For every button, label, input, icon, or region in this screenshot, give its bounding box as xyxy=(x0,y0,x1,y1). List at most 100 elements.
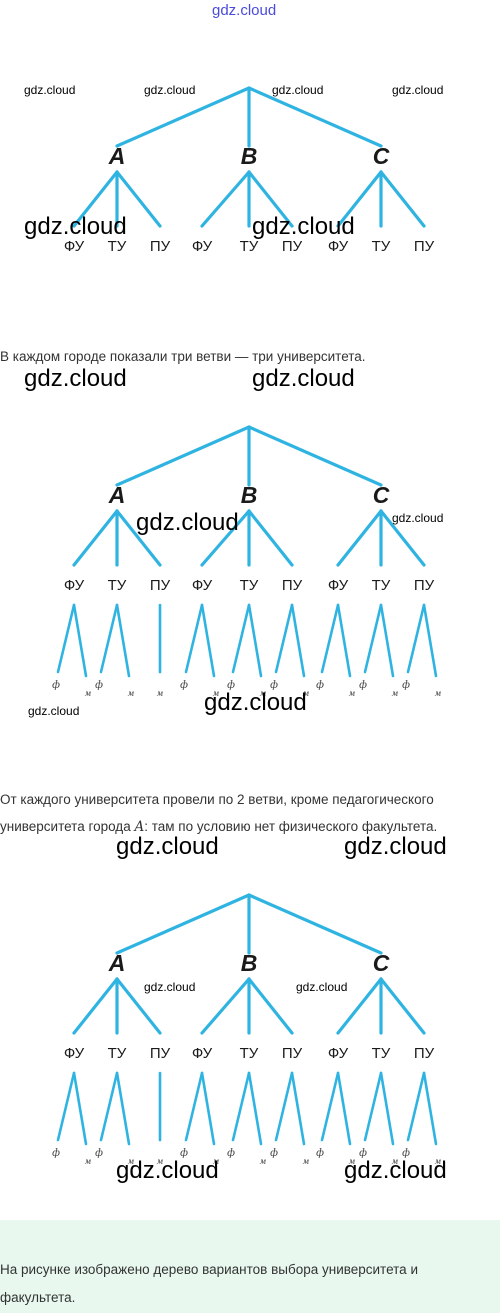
faculty-branch xyxy=(379,603,395,678)
watermark: gdz.cloud xyxy=(136,509,239,536)
university-branch xyxy=(72,509,119,567)
faculty-label: м xyxy=(157,689,164,698)
faculty-label: ф xyxy=(270,1148,278,1159)
caption-two-branches-line2: университета города A: там по условию не… xyxy=(0,819,438,835)
conclusion-box: На рисунке изображено дерево вариантов в… xyxy=(0,1220,500,1313)
faculty-label: м xyxy=(435,1157,442,1166)
faculty-branch xyxy=(406,603,426,674)
watermark: gdz.cloud xyxy=(144,83,196,97)
faculty-label: м xyxy=(85,689,92,698)
faculty-label: м xyxy=(213,1157,220,1166)
faculty-branch xyxy=(200,1071,216,1146)
watermark: gdz.cloud xyxy=(24,213,127,240)
city-branch xyxy=(247,86,383,148)
university-label: ТУ xyxy=(372,1045,391,1062)
faculty-branch xyxy=(336,603,352,678)
faculty-label: м xyxy=(128,1157,135,1166)
faculty-branch xyxy=(406,1071,426,1142)
university-branch xyxy=(115,977,162,1035)
faculty-branch xyxy=(422,603,438,678)
university-label: ФУ xyxy=(64,1045,85,1062)
faculty-label: ф xyxy=(180,680,188,691)
faculty-branch xyxy=(115,603,131,678)
city-label-A: A xyxy=(108,950,126,976)
city-label-A: A xyxy=(108,482,126,508)
university-label: ПУ xyxy=(414,1045,435,1062)
faculty-branch xyxy=(56,1071,76,1142)
watermark: gdz.cloud xyxy=(24,83,76,97)
faculty-branch xyxy=(320,1071,340,1142)
university-label: ПУ xyxy=(150,238,171,255)
faculty-label: ф xyxy=(270,680,278,691)
faculty-label: м xyxy=(128,689,135,698)
city-label-C: C xyxy=(373,950,390,976)
university-label: ФУ xyxy=(192,238,213,255)
watermark: gdz.cloud xyxy=(272,83,324,97)
faculty-branch xyxy=(274,603,294,674)
faculty-label: ф xyxy=(95,1148,103,1159)
university-branch xyxy=(247,509,294,567)
watermark: gdz.cloud xyxy=(204,689,307,716)
watermark: gdz.cloud xyxy=(116,1157,219,1184)
caption-conclusion-line2: факультета. xyxy=(0,1290,76,1305)
city-branch xyxy=(115,893,251,955)
watermark: gdz.cloud xyxy=(252,365,355,392)
faculty-branch xyxy=(72,603,88,678)
city-branch xyxy=(247,425,383,487)
faculty-branch xyxy=(184,1071,204,1142)
faculty-label: ф xyxy=(95,680,103,691)
faculty-branch xyxy=(247,603,263,678)
faculty-label: ф xyxy=(402,680,410,691)
faculty-label: м xyxy=(349,689,356,698)
university-label: ТУ xyxy=(108,1045,127,1062)
faculty-label: ф xyxy=(180,1148,188,1159)
city-branch xyxy=(247,893,383,955)
university-label: ПУ xyxy=(150,577,171,594)
university-branch xyxy=(336,509,383,567)
faculty-label: м xyxy=(392,1157,399,1166)
faculty-label: ф xyxy=(359,680,367,691)
university-branch xyxy=(115,170,162,228)
university-label: ФУ xyxy=(64,577,85,594)
university-label: ПУ xyxy=(282,1045,303,1062)
caption-two-branches-line1: От каждого университета провели по 2 вет… xyxy=(0,792,434,807)
city-branch xyxy=(115,425,251,487)
university-branch xyxy=(379,509,426,567)
university-label: ФУ xyxy=(192,577,213,594)
city-label-B: B xyxy=(241,482,258,508)
university-label: ТУ xyxy=(108,238,127,255)
university-label: ТУ xyxy=(372,238,391,255)
university-branch xyxy=(200,509,251,567)
university-branch xyxy=(247,977,294,1035)
university-label: ФУ xyxy=(192,1045,213,1062)
city-label-B: B xyxy=(241,950,258,976)
city-branch xyxy=(115,86,251,148)
university-label: ПУ xyxy=(150,1045,171,1062)
city-label-A: A xyxy=(108,143,126,169)
university-label: ТУ xyxy=(372,577,391,594)
faculty-branch xyxy=(231,1071,251,1142)
city-label-C: C xyxy=(373,482,390,508)
faculty-branch xyxy=(274,1071,294,1142)
faculty-branch xyxy=(200,603,216,678)
faculty-branch xyxy=(99,1071,119,1142)
university-branch xyxy=(200,977,251,1035)
faculty-label: м xyxy=(435,689,442,698)
university-branch xyxy=(379,977,426,1035)
university-label: ТУ xyxy=(240,1045,259,1062)
faculty-branch xyxy=(363,1071,383,1142)
university-label: ФУ xyxy=(328,1045,349,1062)
faculty-label: м xyxy=(85,1157,92,1166)
faculty-label: м xyxy=(392,689,399,698)
caption-three-branches: В каждом городе показали три ветви — три… xyxy=(0,349,366,364)
faculty-branch xyxy=(290,1071,306,1146)
faculty-label: ф xyxy=(316,1148,324,1159)
university-label: ПУ xyxy=(282,577,303,594)
faculty-label: ф xyxy=(227,680,235,691)
university-label: ПУ xyxy=(414,577,435,594)
top-watermark: gdz.cloud xyxy=(212,2,277,19)
faculty-branch xyxy=(379,1071,395,1146)
city-label-C: C xyxy=(373,143,390,169)
